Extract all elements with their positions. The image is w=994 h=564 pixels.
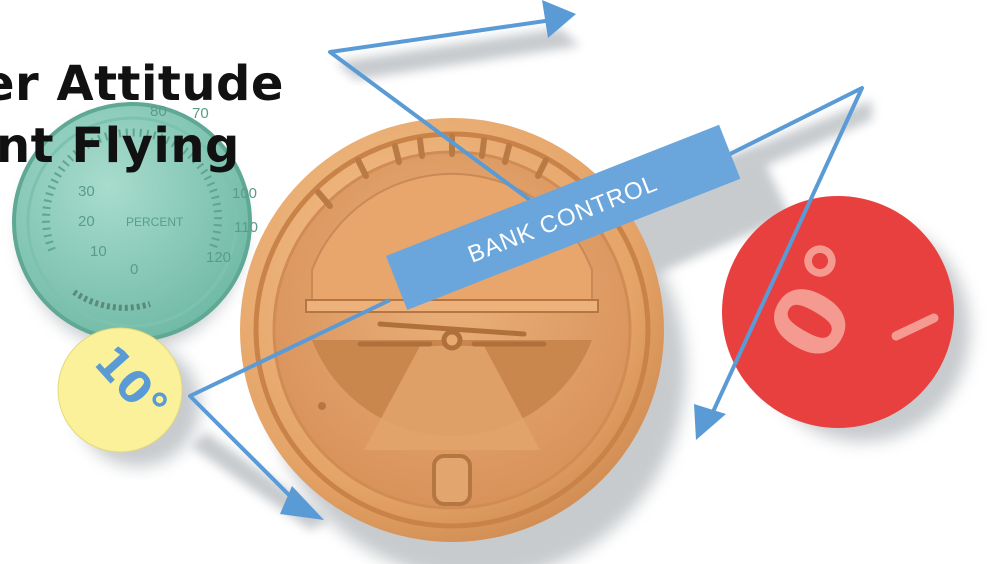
page-title-line-2: nt Flying [0, 120, 240, 172]
page-title-line-1: er Attitude [0, 58, 284, 110]
gauge-label-120: 120 [206, 249, 231, 266]
yellow-ten-badge: 10° [58, 328, 182, 452]
adjust-knob [434, 456, 470, 504]
horizon-bar [306, 300, 598, 312]
gauge-label-20: 20 [78, 213, 95, 230]
gauge-label-percent: PERCENT [126, 215, 184, 229]
arrowhead-right [694, 404, 726, 440]
gauge-label-10: 10 [90, 243, 107, 260]
gauge-label-110: 110 [234, 219, 258, 236]
gauge-label-0: 0 [130, 261, 138, 278]
gauge-label-30: 30 [78, 183, 95, 200]
gauge-label-100: 100 [232, 185, 257, 202]
